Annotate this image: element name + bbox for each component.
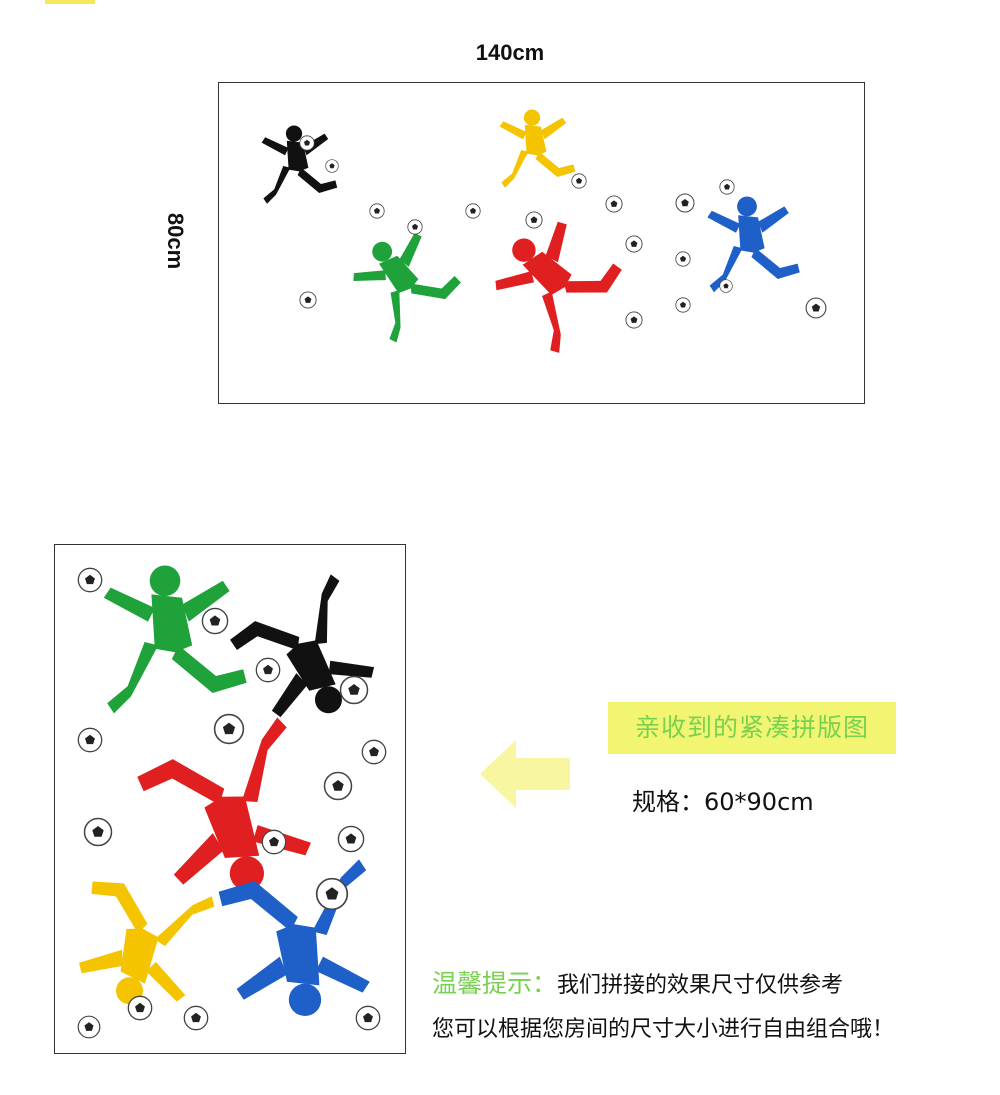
- width-dimension-label: 140cm: [475, 40, 545, 65]
- soccer-ball-icon: [355, 1005, 381, 1031]
- soccer-ball-icon: [213, 713, 245, 745]
- soccer-ball-icon: [201, 607, 229, 635]
- soccer-ball-icon: [675, 193, 695, 213]
- layout-preview-frame: [218, 82, 865, 404]
- soccer-ball-icon: [315, 877, 349, 911]
- black-player-figure: [220, 571, 384, 738]
- layout-preview-artwork: [261, 109, 827, 358]
- soccer-ball-icon: [719, 279, 733, 293]
- soccer-ball-icon: [805, 297, 827, 319]
- soccer-ball-icon: [625, 235, 643, 253]
- soccer-ball-icon: [465, 203, 481, 219]
- soccer-ball-icon: [255, 657, 281, 683]
- soccer-ball-icon: [361, 739, 387, 765]
- soccer-ball-icon: [77, 727, 103, 753]
- soccer-ball-icon: [407, 219, 423, 235]
- soccer-ball-icon: [675, 297, 691, 313]
- soccer-ball-icon: [325, 159, 339, 173]
- tip-label: 温馨提示：: [432, 969, 558, 998]
- red-player-figure: [480, 201, 637, 358]
- soccer-ball-icon: [77, 1015, 101, 1039]
- tip-line1-text: 我们拼接的效果尺寸仅供参考: [557, 973, 844, 998]
- compact-sheet-frame: [54, 544, 406, 1054]
- soccer-ball-icon: [299, 135, 315, 151]
- size-spec: 规格：60*90cm: [632, 788, 814, 816]
- compact-sheet-artwork: [57, 565, 387, 1039]
- red-player-figure: [131, 715, 318, 907]
- compact-layout-label: 亲收到的紧凑拼版图: [608, 702, 896, 754]
- soccer-ball-icon: [369, 203, 385, 219]
- soccer-ball-icon: [719, 179, 735, 195]
- soccer-ball-icon: [77, 567, 103, 593]
- tip-line2-text: 您可以根据您房间的尺寸大小进行自由组合哦！: [432, 1017, 895, 1042]
- green-player-figure: [103, 565, 247, 714]
- soccer-ball-icon: [675, 251, 691, 267]
- soccer-ball-icon: [127, 995, 153, 1021]
- soccer-ball-icon: [323, 771, 353, 801]
- soccer-ball-icon: [183, 1005, 209, 1031]
- soccer-ball-icon: [605, 195, 623, 213]
- blue-player-figure: [707, 196, 800, 293]
- soccer-ball-icon: [625, 311, 643, 329]
- soccer-ball-icon: [525, 211, 543, 229]
- green-player-figure: [342, 216, 471, 346]
- left-arrow-icon: [480, 740, 570, 808]
- tip-block: 温馨提示：我们拼接的效果尺寸仅供参考 您可以根据您房间的尺寸大小进行自由组合哦！: [432, 962, 894, 1052]
- corner-tab: [45, 0, 95, 4]
- yellow-player-figure: [499, 109, 576, 188]
- tip-line-1: 温馨提示：我们拼接的效果尺寸仅供参考: [432, 962, 894, 1008]
- soccer-ball-icon: [299, 291, 317, 309]
- soccer-ball-icon: [339, 675, 369, 705]
- height-dimension-label: 80cm: [163, 212, 188, 270]
- soccer-ball-icon: [337, 825, 365, 853]
- soccer-ball-icon: [261, 829, 287, 855]
- soccer-ball-icon: [571, 173, 587, 189]
- soccer-ball-icon: [83, 817, 113, 847]
